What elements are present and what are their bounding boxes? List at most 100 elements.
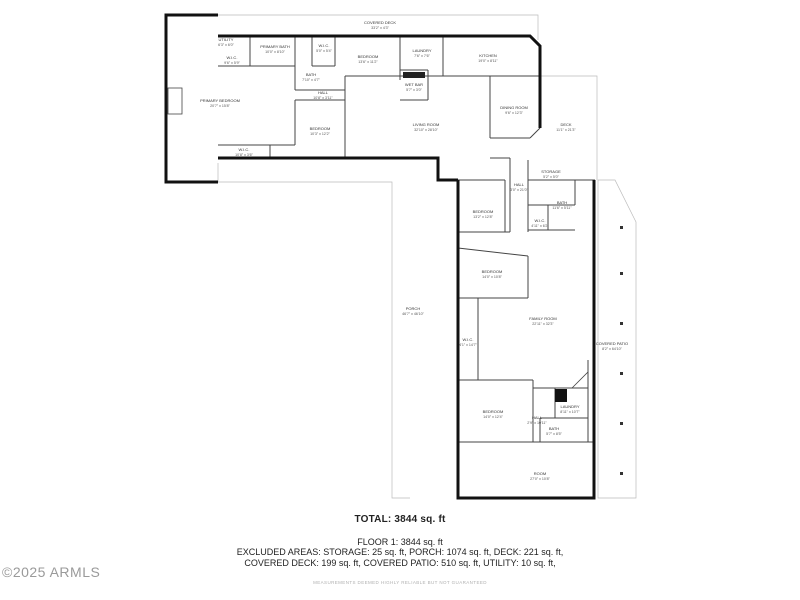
room-label: BATH bbox=[557, 200, 567, 205]
room-dimensions: 10'0" x 8'10" bbox=[265, 50, 285, 54]
room-dimensions: 19'0" x 8'11" bbox=[478, 59, 498, 63]
room-dimensions: 10'8" x 3'6" bbox=[235, 153, 253, 157]
excluded-areas-line-2: COVERED DECK: 199 sq. ft, COVERED PATIO:… bbox=[244, 558, 556, 568]
room-dimensions: 10'8" x 3'11" bbox=[313, 96, 333, 100]
room-label: UTILITY bbox=[219, 37, 234, 42]
room-dimensions: 8'11" x 10'7" bbox=[560, 410, 580, 414]
room-dimensions: 11'1" x 21'3" bbox=[556, 128, 576, 132]
room-dimensions: 6'3" x 6'0" bbox=[218, 43, 234, 47]
exterior-outlines bbox=[217, 14, 637, 499]
room-label: W.I.C. bbox=[227, 55, 238, 60]
room-label: BATH bbox=[306, 72, 316, 77]
room-dimensions: 2'9" x 10'11" bbox=[527, 421, 547, 425]
room-label: BEDROOM bbox=[358, 54, 379, 59]
room-dimensions: 22'11" x 32'3" bbox=[532, 322, 554, 326]
room-dimensions: 3'0" x 21'0" bbox=[510, 188, 528, 192]
room-label: HALL bbox=[514, 182, 525, 187]
room-label: WET BAR bbox=[405, 82, 423, 87]
room-label: W.I.C. bbox=[239, 147, 250, 152]
room-label: COVERED DECK bbox=[364, 20, 396, 25]
room-label: STORAGE bbox=[541, 169, 561, 174]
covered-patio-outline bbox=[597, 179, 637, 499]
measurement-disclaimer: MEASUREMENTS DEEMED HIGHLY RELIABLE BUT … bbox=[313, 580, 487, 585]
room-dimensions: 5'2" x 5'0" bbox=[543, 175, 559, 179]
floor-area: FLOOR 1: 3844 sq. ft bbox=[357, 537, 443, 547]
exterior-walls bbox=[164, 13, 596, 500]
room-label: LAUNDRY bbox=[560, 404, 579, 409]
room-dimensions: 7'6" x 7'6" bbox=[414, 54, 430, 58]
room-label: DINING ROOM bbox=[500, 105, 528, 110]
porch-outline bbox=[217, 163, 410, 499]
room-dimensions: 5'7" x 3'0" bbox=[406, 88, 422, 92]
room-dimensions: 33'2" x 4'3" bbox=[371, 26, 389, 30]
room-label: BEDROOM bbox=[473, 209, 494, 214]
deck-outline bbox=[540, 75, 598, 180]
room-dimensions: 9'6" x 12'3" bbox=[505, 111, 523, 115]
room-dimensions: 27'0" x 10'8" bbox=[530, 477, 550, 481]
armls-watermark: ©2025 ARMLS bbox=[2, 564, 101, 580]
corner-cabinet bbox=[571, 371, 589, 389]
room-label: PORCH bbox=[406, 306, 421, 311]
room-dimensions: 46'7" x 46'10" bbox=[402, 312, 424, 316]
room-label: FAMILY ROOM bbox=[529, 316, 556, 321]
wet-bar-counter bbox=[403, 72, 425, 78]
room-dimensions: 4'1" x 14'7" bbox=[459, 343, 477, 347]
fixtures bbox=[167, 72, 589, 402]
room-dimensions: 9'6" x 5'9" bbox=[224, 61, 240, 65]
room-dimensions: 13'6" x 11'2" bbox=[358, 60, 378, 64]
fireplace bbox=[167, 87, 183, 115]
room-dimensions: 7'10" x 4'7" bbox=[302, 78, 320, 82]
room-label: HALL bbox=[318, 90, 329, 95]
room-label: HALL bbox=[532, 415, 543, 420]
room-dimensions: 4'11" x 6'2" bbox=[531, 224, 549, 228]
room-label: W.I.C. bbox=[463, 337, 474, 342]
room-label: PRIMARY BEDROOM bbox=[200, 98, 240, 103]
excluded-areas-line-1: EXCLUDED AREAS: STORAGE: 25 sq. ft, PORC… bbox=[236, 547, 564, 557]
room-wic-bottom-left: W.I.C.10'8" x 3'6" bbox=[235, 147, 253, 157]
room-wic-left: W.I.C.9'6" x 5'9" bbox=[224, 55, 240, 65]
room-label: BEDROOM bbox=[482, 269, 503, 274]
room-label: DECK bbox=[560, 122, 571, 127]
room-label: BEDROOM bbox=[310, 126, 331, 131]
room-dimensions: 14'0" x 10'8" bbox=[482, 275, 502, 279]
room-dimensions: 32'10" x 28'10" bbox=[414, 128, 438, 132]
room-label: COVERED PATIO bbox=[596, 341, 628, 346]
room-label: PRIMARY BATH bbox=[260, 44, 290, 49]
room-dimensions: 14'0" x 12'4" bbox=[483, 415, 503, 419]
room-dimensions: 10'3" x 12'2" bbox=[310, 132, 330, 136]
patio-posts bbox=[620, 226, 623, 475]
room-label: ROOM bbox=[534, 471, 546, 476]
room-dimensions: 8'2" x 64'10" bbox=[602, 347, 622, 351]
room-dimensions: 11'6" x 5'11" bbox=[552, 206, 572, 210]
room-label: LAUNDRY bbox=[412, 48, 431, 53]
room-wic-right: W.I.C.4'11" x 6'2" bbox=[531, 218, 549, 228]
stairs-block bbox=[555, 389, 567, 402]
interior-walls bbox=[218, 35, 595, 443]
room-dimensions: 5'7" x 8'5" bbox=[546, 432, 562, 436]
room-dimensions: 20'7" x 15'8" bbox=[210, 104, 230, 108]
